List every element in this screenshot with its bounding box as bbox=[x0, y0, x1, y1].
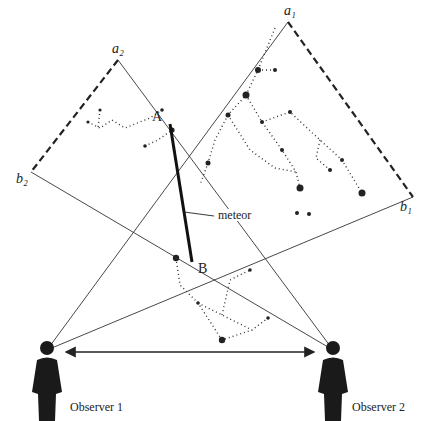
point-label: b₁ bbox=[400, 200, 412, 214]
view-frame-edges bbox=[31, 22, 413, 197]
observer-figure bbox=[32, 341, 62, 421]
observer-label: Observer 1 bbox=[70, 401, 123, 413]
point-label: b₂ bbox=[16, 172, 28, 186]
baseline-arrow bbox=[66, 351, 314, 352]
observer-label: Observer 2 bbox=[352, 401, 405, 413]
stars bbox=[86, 67, 365, 343]
endpoint-label: B bbox=[198, 262, 207, 276]
meteor-trail bbox=[170, 124, 192, 262]
endpoint-label: A bbox=[152, 110, 162, 124]
sight-lines bbox=[31, 22, 413, 350]
point-label: a₂ bbox=[112, 42, 124, 56]
point-label: a₁ bbox=[284, 4, 296, 18]
observer-figure bbox=[318, 341, 348, 421]
leader-line bbox=[184, 212, 214, 216]
meteor-label: meteor bbox=[217, 209, 252, 221]
constellation-lines bbox=[88, 28, 362, 340]
